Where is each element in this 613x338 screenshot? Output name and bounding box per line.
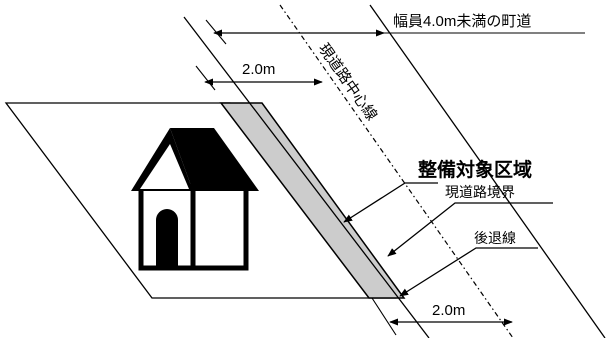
centerline-label: 現道路中心線 bbox=[315, 41, 381, 124]
road-boundary-label: 現道路境界 bbox=[445, 184, 515, 200]
setback-line-arrow bbox=[399, 247, 538, 297]
road-centerline bbox=[279, 4, 514, 338]
top-dim-extension-line bbox=[195, 65, 216, 91]
maintenance-area-label: 整備対象区域 bbox=[418, 158, 532, 181]
setback-strip bbox=[219, 102, 406, 299]
road-width-label: 幅員4.0m未満の町道 bbox=[393, 13, 531, 30]
setback-line-label: 後退線 bbox=[474, 230, 516, 246]
top-setback-distance-label: 2.0m bbox=[242, 61, 275, 78]
maintenance-area-arrow bbox=[343, 182, 438, 223]
opposite-road-edge bbox=[369, 4, 606, 338]
house-icon bbox=[131, 128, 259, 271]
setback-extension-bottom bbox=[371, 297, 397, 336]
road-boundary-arrow bbox=[387, 202, 553, 257]
road-boundary-line bbox=[183, 16, 430, 338]
bottom-setback-distance-label: 2.0m bbox=[432, 302, 465, 319]
centerline-extension-top bbox=[205, 19, 227, 45]
